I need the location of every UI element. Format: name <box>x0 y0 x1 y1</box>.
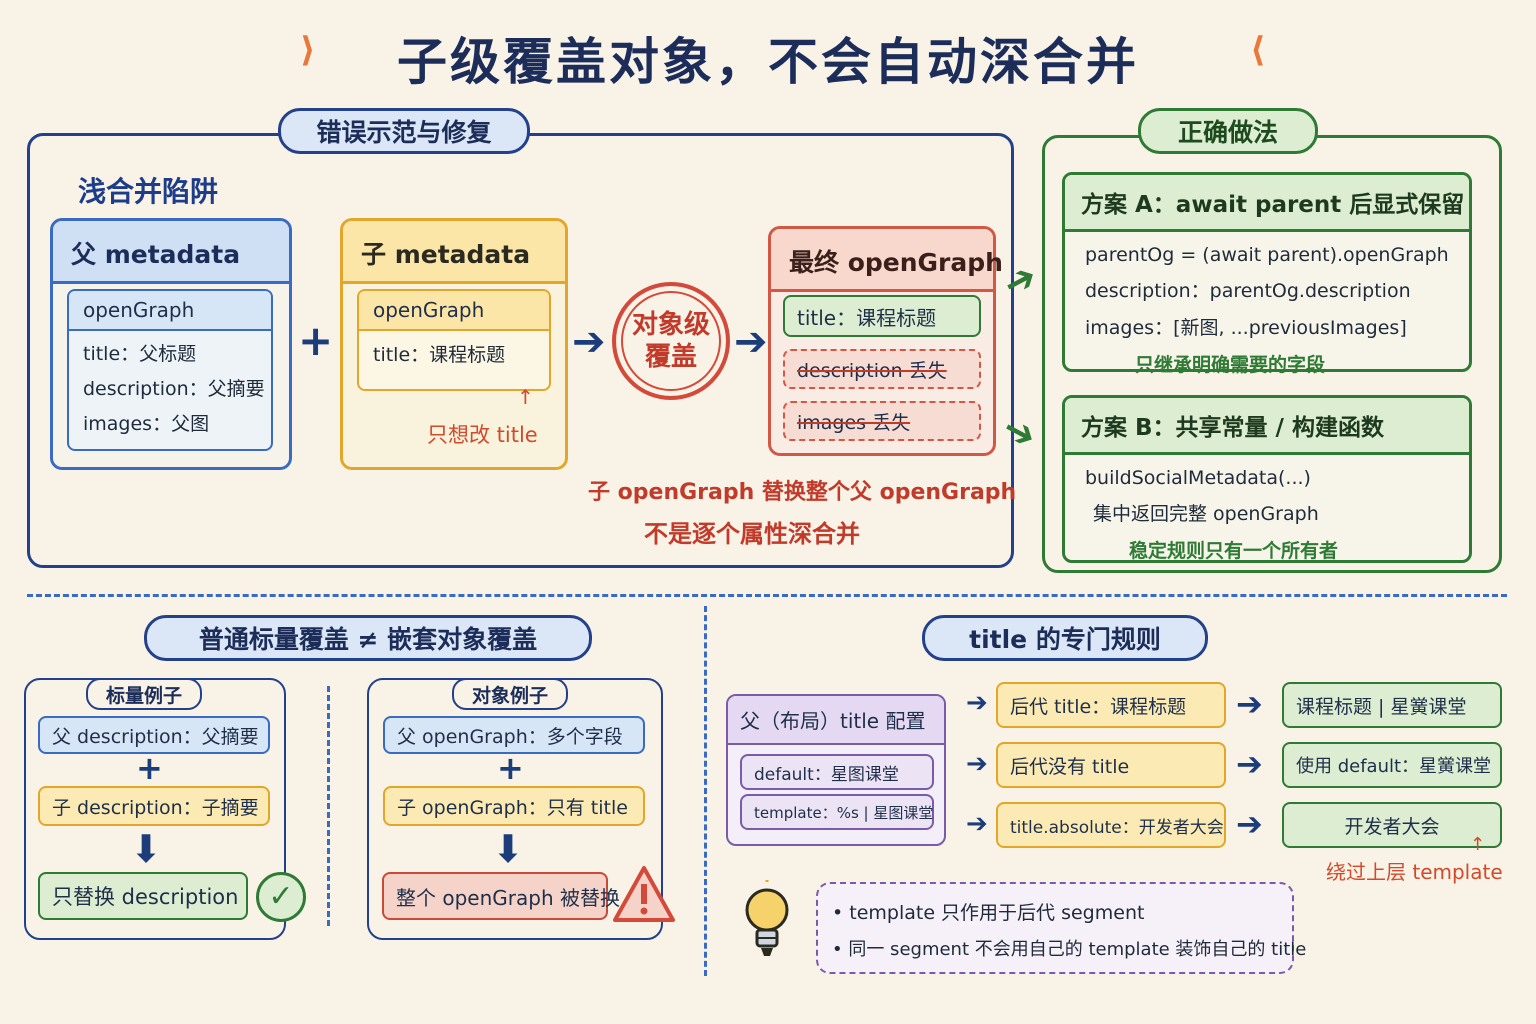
shallow-merge-subtitle: 浅合并陷阱 <box>78 175 219 208</box>
parent-metadata-card: 父 metadata openGraph title：父标题 descripti… <box>50 218 292 470</box>
plan-a-header: 方案 A：await parent 后显式保留 <box>1065 175 1469 232</box>
wrong-panel-label: 错误示范与修复 <box>278 108 530 154</box>
page-title: 子级覆盖对象，不会自动深合并 <box>397 33 1139 91</box>
spark-left-icon: ⟩ <box>300 30 316 70</box>
plan-a-note: 只继承明确需要的字段 <box>1135 354 1326 376</box>
plan-b-header: 方案 B：共享常量 / 构建函数 <box>1065 398 1469 455</box>
arrow-right-icon: ➔ <box>572 319 606 365</box>
object-plus-icon: + <box>497 749 524 787</box>
bypass-up-arrow-icon: ↑ <box>1470 834 1486 855</box>
scalar-example-label: 标量例子 <box>86 678 202 710</box>
parent-title-line: title：父标题 <box>83 343 197 365</box>
plus-icon: + <box>298 316 334 365</box>
plan-b-line-2: 集中返回完整 openGraph <box>1093 503 1319 525</box>
explain-line-1: 子 openGraph 替换整个父 openGraph <box>588 480 1017 505</box>
scalar-result-box: 只替换 description <box>38 872 248 920</box>
up-arrow-icon: ↑ <box>517 385 534 409</box>
check-icon: ✓ <box>256 872 306 922</box>
tip-2: • 同一 segment 不会用自己的 template 装饰自己的 title <box>832 939 1307 960</box>
title-config-template: template：%s | 星图课堂 <box>740 794 934 830</box>
horizontal-divider <box>27 594 1507 597</box>
case1-in-arrow-icon: ➔ <box>966 688 988 718</box>
scalar-child-box: 子 description：子摘要 <box>38 786 270 826</box>
object-child-box: 子 openGraph：只有 title <box>383 786 645 826</box>
child-metadata-header: 子 metadata <box>343 221 565 284</box>
final-description-lost: description 丢失 <box>783 349 981 389</box>
plan-b-card: 方案 B：共享常量 / 构建函数 buildSocialMetadata(...… <box>1062 395 1472 563</box>
title-rules-label: title 的专门规则 <box>922 615 1208 661</box>
vertical-divider <box>704 606 707 976</box>
parent-metadata-header: 父 metadata <box>53 221 289 284</box>
case2-output: 使用 default：星黉课堂 <box>1282 742 1502 788</box>
title-config-default: default：星图课堂 <box>740 754 934 790</box>
scalar-parent-box: 父 description：父摘要 <box>38 716 270 754</box>
case3-out-arrow-icon: ➔ <box>1236 805 1263 843</box>
plan-a-card: 方案 A：await parent 后显式保留 parentOg = (awai… <box>1062 172 1472 376</box>
final-opengraph-card: 最终 openGraph title：课程标题 description 丢失 i… <box>768 226 1003 456</box>
final-title-kept: title：课程标题 <box>783 295 981 337</box>
lightbulb-icon <box>745 880 789 956</box>
case1-out-arrow-icon: ➔ <box>1236 685 1263 723</box>
scalar-down-arrow-icon: ⬇ <box>130 827 162 871</box>
correct-panel-label: 正确做法 <box>1138 108 1318 154</box>
case1-input: 后代 title：课程标题 <box>996 682 1226 728</box>
stamp-line-2: 覆盖 <box>644 342 697 372</box>
object-down-arrow-icon: ⬇ <box>492 827 524 871</box>
object-parent-box: 父 openGraph：多个字段 <box>383 716 645 754</box>
stamp-line-1: 对象级 <box>631 309 710 340</box>
case2-out-arrow-icon: ➔ <box>1236 745 1263 783</box>
parent-description-line: description：父摘要 <box>83 378 265 400</box>
case1-output: 课程标题 | 星黉课堂 <box>1282 682 1502 728</box>
plan-a-line-1: parentOg = (await parent).openGraph <box>1085 244 1449 266</box>
tips-box: • template 只作用于后代 segment • 同一 segment 不… <box>816 882 1307 974</box>
title-config-header: 父（布局）title 配置 <box>728 696 944 745</box>
plan-b-note: 稳定规则只有一个所有者 <box>1129 540 1339 562</box>
arrow-right-icon: ➔ <box>734 319 768 365</box>
object-example-label: 对象例子 <box>452 678 568 710</box>
plan-a-line-2: description：parentOg.description <box>1085 280 1411 302</box>
case3-input: title.absolute：开发者大会 <box>996 802 1226 848</box>
explain-line-2: 不是逐个属性深合并 <box>644 520 860 548</box>
child-note: 只想改 title <box>427 423 538 447</box>
child-title-line: title：课程标题 <box>373 344 506 366</box>
final-images-lost: images 丢失 <box>783 401 981 441</box>
warning-icon <box>613 866 675 922</box>
case2-in-arrow-icon: ➔ <box>966 749 988 779</box>
plan-b-line-1: buildSocialMetadata(...) <box>1085 467 1311 489</box>
case3-in-arrow-icon: ➔ <box>966 809 988 839</box>
parent-opengraph-box: openGraph title：父标题 description：父摘要 imag… <box>67 289 273 451</box>
child-opengraph-label: openGraph <box>359 291 549 331</box>
object-result-box: 整个 openGraph 被替换 <box>382 872 620 920</box>
child-opengraph-box: openGraph title：课程标题 <box>357 289 551 391</box>
object-override-stamp: 对象级 覆盖 <box>612 282 730 400</box>
compare-divider <box>327 686 330 926</box>
compare-label: 普通标量覆盖 ≠ 嵌套对象覆盖 <box>144 615 592 661</box>
case3-output: 开发者大会 <box>1282 802 1502 848</box>
final-opengraph-header: 最终 openGraph <box>771 229 1003 292</box>
tip-1: • template 只作用于后代 segment <box>832 902 1145 924</box>
parent-images-line: images：父图 <box>83 413 210 435</box>
scalar-plus-icon: + <box>136 749 163 787</box>
bypass-note: 绕过上层 template <box>1326 860 1503 884</box>
spark-right-icon: ⟨ <box>1250 30 1266 70</box>
case2-input: 后代没有 title <box>996 742 1226 788</box>
child-metadata-card: 子 metadata openGraph title：课程标题 只想改 titl… <box>340 218 568 470</box>
title-config-card: 父（布局）title 配置 default：星图课堂 template：%s |… <box>726 694 946 846</box>
plan-a-line-3: images：[新图, ...previousImages] <box>1085 317 1407 339</box>
parent-opengraph-label: openGraph <box>69 291 271 331</box>
